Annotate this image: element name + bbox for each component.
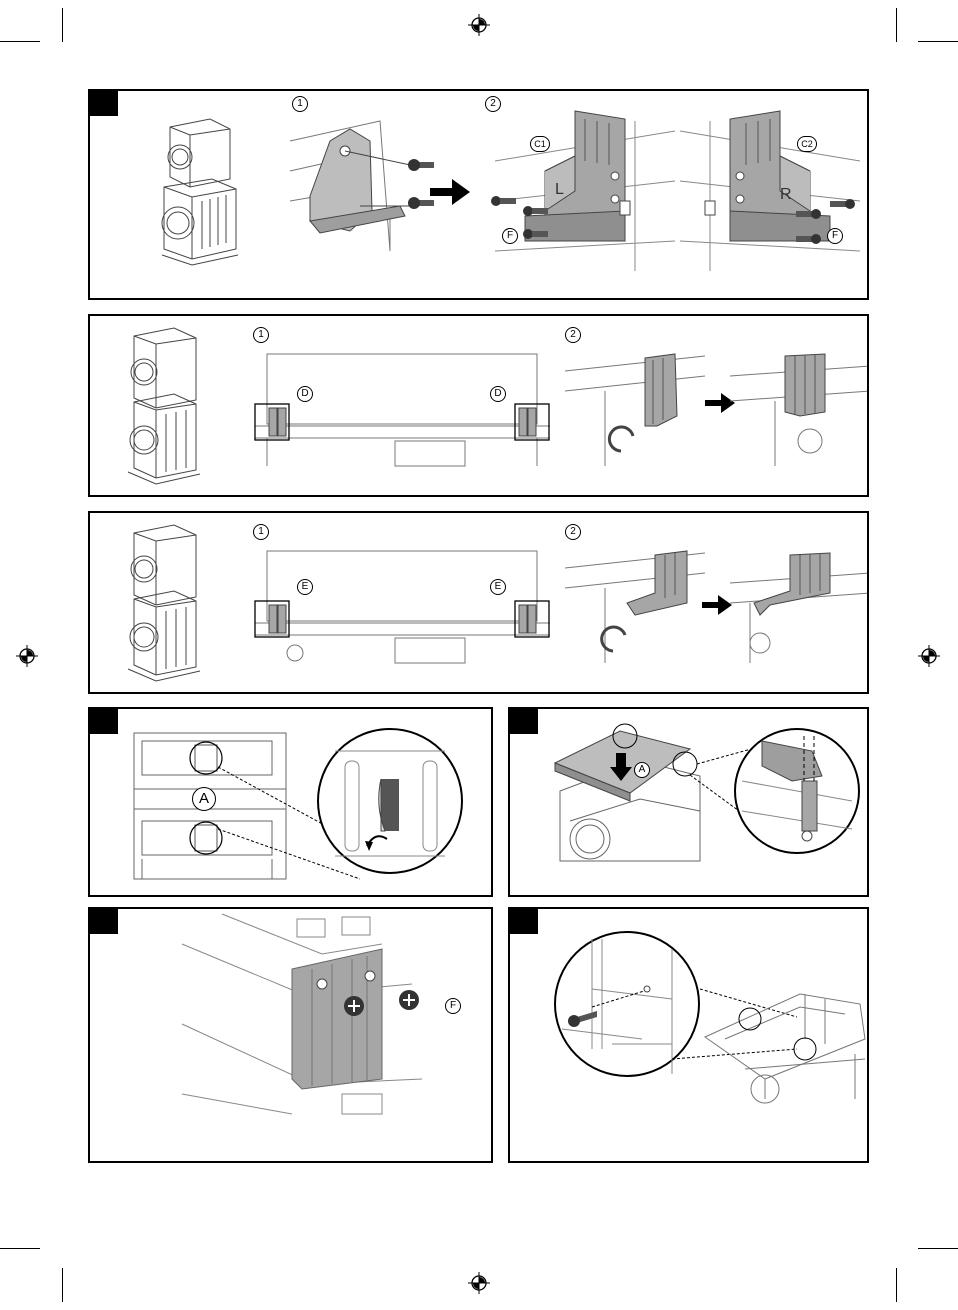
step-panel-5: A [508,707,869,897]
label-d-left: D [297,386,313,402]
screw-icon [398,989,420,1011]
label-e-left: E [297,579,313,595]
screw-icon [522,228,548,240]
top-view-illustration [255,543,550,663]
label-f: F [445,998,461,1014]
label-a: A [634,762,650,778]
registration-mark-icon [918,645,940,667]
screw-icon [343,995,365,1017]
crop-mark [896,8,897,42]
bracket-letter-r: R [780,186,792,204]
bracket-letter-l: L [555,181,564,199]
label-d-right: D [490,386,506,402]
step-number-box [90,91,118,116]
step-panel-3: 1 2 E E [88,511,869,694]
screw-icon [408,158,436,172]
bracket-c2-illustration [680,101,869,271]
substep-number: 2 [565,524,581,540]
step-number-box [510,709,538,734]
bracket-install-illustration [565,346,705,466]
screw-icon [796,208,822,220]
substep-number: 1 [292,96,308,112]
top-view-illustration [255,346,550,466]
bracket-install-illustration [565,543,705,663]
label-f-left: F [502,228,518,244]
label-c1: C1 [530,136,550,152]
screw-detail-illustration [552,929,702,1079]
step-number-box [90,709,118,734]
stacked-appliance-illustration [110,322,210,490]
label-c2: C2 [797,136,817,152]
screw-icon [490,195,516,207]
stacked-appliance-illustration [110,519,210,687]
step-panel-4: A [88,707,493,897]
bracket-installed-illustration [730,346,869,466]
step-number-box [510,909,538,934]
arrow-right-icon [430,179,470,205]
screw-icon [522,205,548,217]
bracket-hook-detail-illustration [732,721,862,861]
screw-icon [830,198,856,210]
screw-icon [796,233,822,245]
step-panel-6: F [88,907,493,1163]
registration-mark-icon [468,1272,490,1294]
substep-number: 1 [253,327,269,343]
registration-mark-icon [468,14,490,36]
crop-mark [62,8,63,42]
arrow-right-icon [702,595,732,615]
registration-mark-icon [16,645,38,667]
step-number-box [90,909,118,934]
step-panel-1: 1 2 C1 L F C2 R F [88,89,869,300]
crop-mark [918,1248,958,1249]
label-f-right: F [827,228,843,244]
label-a: A [192,787,216,811]
bracket-installed-illustration [730,543,869,663]
crop-mark [0,41,40,42]
step-panel-7 [508,907,869,1163]
label-e-right: E [490,579,506,595]
substep-number: 1 [253,524,269,540]
adhesive-tape-detail-illustration [315,721,465,881]
step-panel-2: 1 2 D D [88,314,869,497]
bracket-c1-illustration [485,101,675,271]
crop-mark [62,1268,63,1302]
substep-number: 2 [565,327,581,343]
kit-placement-illustration [550,721,710,871]
crop-mark [0,1248,40,1249]
stacked-appliance-illustration [140,109,250,269]
crop-mark [918,41,958,42]
bracket-screw-fix-illustration [182,914,422,1119]
kit-side-view-illustration [705,979,865,1099]
crop-mark [896,1268,897,1302]
